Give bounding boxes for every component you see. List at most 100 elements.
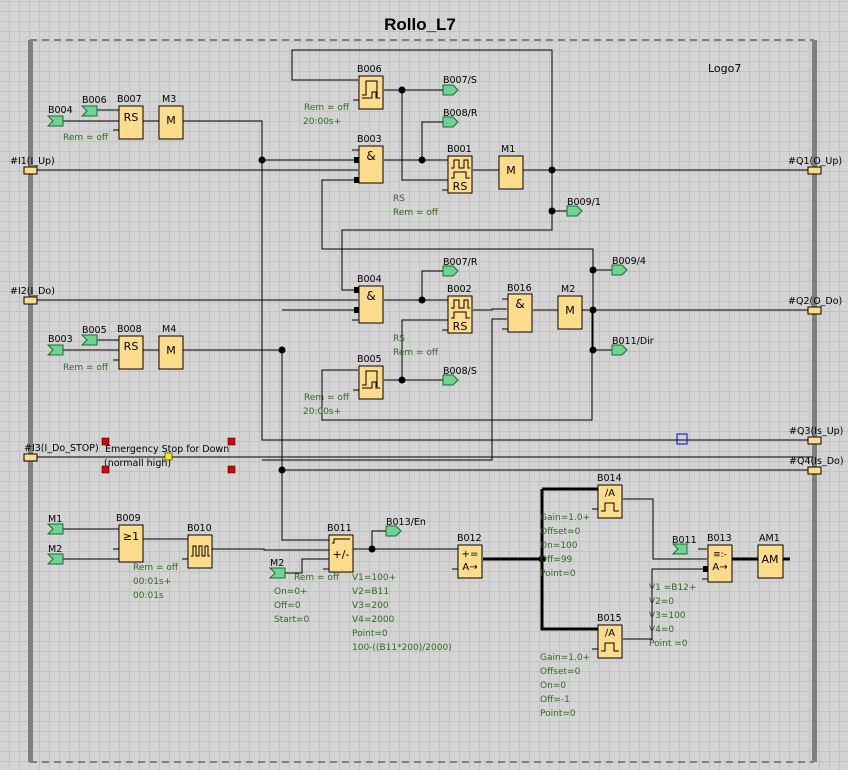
output-terminal-q3[interactable]: #Q3(Is_Up): [789, 426, 843, 445]
svg-text:&: &: [366, 149, 375, 163]
output-terminal-q1[interactable]: #Q1(O_Up): [788, 156, 842, 175]
flag-out-b007-r[interactable]: B007/R: [442, 257, 478, 277]
svg-text:M: M: [506, 164, 516, 177]
resize-handle-tr[interactable]: [227, 437, 236, 446]
flag-out-b008-r[interactable]: B008/R: [442, 108, 478, 128]
flag-out-b007-s[interactable]: B007/S: [442, 75, 477, 96]
flag-out-b009-1[interactable]: B009/1: [566, 197, 601, 217]
svg-text:RS: RS: [453, 180, 468, 193]
flag-in-b006[interactable]: B006: [80, 95, 107, 117]
comment-line-1: Emergency Stop for Down: [105, 444, 229, 455]
block-m2[interactable]: M2 M: [557, 284, 583, 330]
svg-text:≡:-: ≡:-: [713, 550, 727, 560]
flag-in-b004[interactable]: B004: [46, 105, 73, 127]
output-label-q1: #Q1(O_Up): [788, 156, 842, 167]
block-b003[interactable]: B003 &: [352, 134, 384, 184]
resize-handle-br[interactable]: [227, 465, 236, 474]
svg-text:Rem = off: Rem = off: [304, 103, 350, 113]
pulse-generator-icon: [191, 545, 210, 557]
block-b009[interactable]: B009 ≥1 Rem = off 00:01s+ 00:01s: [113, 513, 179, 601]
svg-text:B013: B013: [707, 533, 732, 544]
flag-in-m1[interactable]: M1: [46, 514, 64, 535]
input-label-i1: #I1(I_Up): [10, 156, 55, 167]
svg-text:+=: +=: [462, 549, 479, 560]
flag-out-b013-en[interactable]: B013/En: [385, 517, 426, 537]
block-b004[interactable]: B004 &: [352, 274, 384, 324]
block-am1[interactable]: AM1 AM: [757, 533, 784, 579]
svg-text:Offset=0: Offset=0: [540, 667, 581, 677]
flag-in-b003[interactable]: B003: [46, 334, 73, 356]
svg-text:B009: B009: [116, 513, 141, 524]
svg-text:A→: A→: [712, 562, 727, 573]
svg-text:M2: M2: [48, 544, 62, 555]
timer-pulse-icon: [362, 80, 378, 97]
svg-text:&: &: [366, 289, 375, 303]
block-b006[interactable]: B006 Rem = off 20:00s+: [303, 64, 384, 127]
svg-text:B008: B008: [117, 324, 142, 335]
flag-out-b008-s[interactable]: B008/S: [442, 366, 477, 386]
block-m1[interactable]: M1 M: [498, 144, 524, 190]
svg-text:Rem = off: Rem = off: [294, 573, 340, 583]
block-b010[interactable]: B010: [182, 523, 213, 569]
block-b002[interactable]: B002 RS RS Rem = off: [393, 284, 473, 358]
input-terminal-i2[interactable]: #I2(I_Do): [10, 286, 55, 305]
svg-text:M1: M1: [501, 144, 515, 155]
svg-text:+/-: +/-: [333, 548, 350, 561]
block-b011[interactable]: B011 +/- Rem = off On=0+ Off=0 Start=0 V…: [274, 523, 452, 653]
svg-text:00:01s: 00:01s: [133, 591, 164, 601]
block-b007[interactable]: B007 RS Rem = off: [63, 94, 144, 143]
svg-text:RS: RS: [124, 111, 139, 124]
svg-text:B007/S: B007/S: [443, 75, 477, 86]
svg-text:RS: RS: [393, 194, 405, 204]
svg-text:On=100: On=100: [540, 541, 578, 551]
svg-text:B009/4: B009/4: [612, 256, 646, 267]
svg-text:B012: B012: [457, 533, 482, 544]
svg-text:M: M: [166, 344, 176, 357]
svg-text:Start=0: Start=0: [274, 615, 310, 625]
svg-text:V4=0: V4=0: [649, 625, 674, 635]
block-b008[interactable]: B008 RS Rem = off: [63, 324, 144, 373]
move-handle[interactable]: [164, 452, 173, 461]
block-b012[interactable]: B012 += A→: [452, 533, 483, 579]
block-b015[interactable]: B015 ∕A Gain=1.0+ Offset=0 On=0 Off=-1 P…: [540, 613, 623, 719]
block-b016[interactable]: B016 &: [502, 283, 533, 333]
comment-box[interactable]: Emergency Stop for Down (normall high): [101, 437, 236, 474]
flag-out-b009-4[interactable]: B009/4: [611, 256, 646, 276]
svg-text:Rem = off: Rem = off: [63, 133, 109, 143]
svg-text:B003: B003: [357, 134, 382, 145]
svg-text:B005: B005: [82, 325, 107, 336]
svg-text:100-((B11*200)/2000): 100-((B11*200)/2000): [352, 643, 452, 653]
flag-out-b011-dir[interactable]: B011/Dir: [611, 336, 654, 356]
svg-text:B007: B007: [117, 94, 142, 105]
input-terminal-i3[interactable]: #I3(I_Do_STOP): [23, 443, 99, 462]
resize-handle-tl[interactable]: [101, 437, 110, 446]
output-terminal-q4[interactable]: #Q4(Is_Do): [789, 456, 844, 475]
block-b005[interactable]: B005 Rem = off 20:00s+: [303, 354, 384, 417]
input-terminal-i1[interactable]: #I1(I_Up): [10, 156, 55, 175]
resize-handle-bl[interactable]: [101, 465, 110, 474]
flag-in-m2[interactable]: M2: [46, 544, 64, 565]
block-b013[interactable]: B013 ≡:- A→ V1 =B12+ V2=0 V3=100 V4=0 Po…: [649, 533, 733, 649]
selection-marker[interactable]: [676, 433, 688, 445]
svg-text:20:00s+: 20:00s+: [303, 407, 341, 417]
block-b001[interactable]: B001 RS RS Rem = off: [393, 144, 473, 218]
block-m4[interactable]: M4 M: [158, 324, 184, 370]
junctions: [258, 86, 597, 563]
svg-text:B008/S: B008/S: [443, 366, 477, 377]
flag-in-b011[interactable]: B011: [671, 535, 697, 555]
svg-text:Off=-1: Off=-1: [540, 695, 570, 705]
svg-text:Rem = off: Rem = off: [393, 348, 439, 358]
block-m3[interactable]: M3 M: [158, 94, 184, 140]
output-terminal-q2[interactable]: #Q2(O_Do): [788, 296, 842, 315]
flag-in-m2-b011[interactable]: M2: [268, 558, 286, 579]
block-b014[interactable]: B014 ∕A Gain=1.0+ Offset=0 On=100 Off=99…: [540, 473, 623, 579]
flag-in-b005[interactable]: B005: [80, 325, 107, 346]
svg-text:B005: B005: [357, 354, 382, 365]
svg-text:00:01s+: 00:01s+: [133, 577, 171, 587]
svg-text:AM: AM: [761, 553, 778, 566]
svg-text:V2=B11: V2=B11: [352, 587, 389, 597]
svg-text:On=0: On=0: [540, 681, 566, 691]
svg-text:Rem = off: Rem = off: [133, 563, 179, 573]
